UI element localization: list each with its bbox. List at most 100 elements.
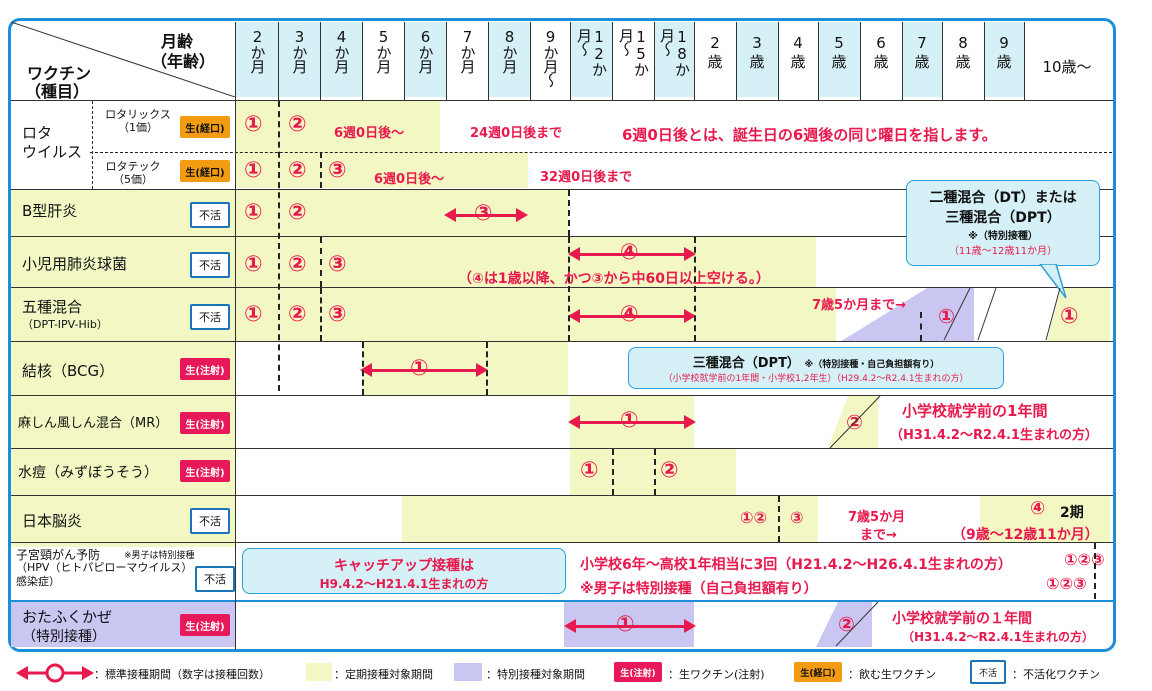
legend: ：標準接種期間（数字は接種回数） ：定期接種対象期間 ：特別接種対象期間 生(注… — [8, 659, 1148, 689]
age-label-sub: （年齢） — [151, 52, 216, 71]
je-note-2: まで→ — [860, 528, 897, 543]
dose-marker: ① — [580, 458, 599, 483]
hpv-note-1: 小学校6年〜高校1年相当に3回（H21.4.2〜H26.4.1生まれの方） — [580, 557, 1012, 573]
dpt-callout-line2: （小学校就学前の1年間・小学校1,2年生）（H29.4.2〜R2.4.1生まれの… — [663, 374, 969, 384]
rota-note-start-2: 6週0日後〜 — [374, 172, 445, 187]
bcg-live-badge: 生(注射) — [180, 358, 230, 380]
dose-marker: ① — [410, 356, 429, 381]
age-col-13: 4 歳 — [790, 34, 806, 71]
dose-marker: ② — [846, 410, 863, 434]
five-note: 7歳5か月まで→ — [812, 298, 906, 313]
age-col-17: 8 歳 — [955, 34, 971, 71]
rota-sub-rotateq: ロタテック （5価） — [105, 160, 161, 187]
dose-marker: ① — [244, 158, 263, 183]
dt-callout-pointer — [1039, 264, 1067, 299]
dt-callout-line2: 三種混合（DPT） — [945, 210, 1061, 226]
rota-oral-badge-2: 生(経口) — [180, 160, 230, 182]
dose-marker: ① — [244, 302, 263, 327]
legend-live-badge: 生(注射) — [614, 662, 662, 682]
hpv-callout-line2: H9.4.2〜H21.4.1生まれの方 — [319, 577, 489, 591]
dose-marker: ③ — [328, 158, 347, 183]
je-note-2ki: 2期 — [1060, 505, 1084, 521]
legend-arrow-label: ：標準接種期間（数字は接種回数） — [94, 668, 270, 681]
mumps-note-1: 小学校就学前の１年間 — [892, 611, 1032, 627]
mr-note-2: （H31.4.2〜R2.4.1生まれの方） — [890, 428, 1098, 443]
dose-marker: ① — [244, 112, 263, 137]
row-name-je: 日本脳炎 — [22, 512, 83, 530]
dose-marker: ① — [244, 200, 263, 225]
dose-marker: ② — [838, 612, 855, 636]
age-col-5: 7か月 — [458, 28, 477, 73]
row-name-hepb: B型肝炎 — [22, 202, 78, 220]
dose-marker: ④ — [620, 302, 639, 327]
dose-marker: ① — [244, 252, 263, 277]
rota-note-end: 24週0日後まで — [470, 126, 563, 141]
hepb-inactivated-badge: 不活 — [190, 202, 230, 228]
dose-marker: ① — [616, 612, 635, 637]
age-col-15: 6 歳 — [873, 34, 889, 71]
age-col-7: 9か月〜 — [541, 28, 560, 87]
standard-period-arrow — [364, 369, 484, 372]
legend-yellow-label: ：定期接種対象期間 — [334, 668, 433, 681]
row-name-mumps: おたふくかぜ — [22, 608, 113, 626]
legend-purple-swatch — [454, 663, 482, 681]
age-col-16: 7 歳 — [902, 22, 942, 97]
dose-marker: ③ — [328, 302, 347, 327]
dt-callout-line1: 二種混合（DT）または — [929, 190, 1077, 206]
rota-oral-badge-1: 生(経口) — [180, 116, 230, 138]
dose-marker: ② — [288, 158, 307, 183]
je-note-1: 7歳5か月 — [848, 510, 906, 525]
age-col-14: 5 歳 — [818, 22, 860, 97]
mr-note-1: 小学校就学前の1年間 — [902, 402, 1048, 420]
hpv-note-2: ※男子は特別接種（自己負担額有り） — [580, 581, 818, 597]
age-col-4: 6か月 — [404, 22, 446, 97]
standard-period-arrow — [572, 315, 692, 318]
header-corner: 月齢 （年齢） ワクチン （種目） — [11, 22, 235, 101]
row-sub-hpv: （HPV（ヒトパピローマウイルス）感染症） — [16, 561, 193, 589]
row-name-hpv: 子宮頸がん予防 — [16, 548, 101, 562]
vaccine-label-sub: （種目） — [25, 82, 90, 101]
row-name-five: 五種混合 — [22, 298, 83, 316]
age-col-10: 18か月〜 — [654, 22, 694, 97]
rota-note-end-2: 32週0日後まで — [540, 170, 633, 185]
hpv-male-note: ※男子は特別接種 — [124, 551, 195, 561]
age-label: 月齢 — [161, 32, 194, 51]
rota-note-explanation: 6週0日後とは、誕生日の6週後の同じ曜日を指します。 — [622, 126, 997, 144]
standard-period-arrow — [448, 214, 524, 217]
dose-marker: ② — [288, 200, 307, 225]
dose-marker: ①② — [740, 508, 768, 527]
row-sub-five: （DPT-IPV-Hib） — [22, 318, 108, 331]
dt-callout-line4: （11歳〜12歳11か月） — [948, 246, 1058, 257]
age-col-2: 4か月 — [320, 22, 362, 97]
dose-marker: ② — [288, 252, 307, 277]
five-inactivated-badge: 不活 — [190, 304, 230, 330]
dose-marker: ② — [288, 302, 307, 327]
standard-period-arrow — [568, 625, 692, 628]
dose-marker: ③ — [474, 201, 493, 226]
dose-marker: ③ — [328, 252, 347, 277]
mumps-note-2: （H31.4.2〜R2.4.1生まれの方） — [902, 630, 1094, 644]
vaccine-label: ワクチン — [27, 64, 92, 83]
dpt-callout-line1: 三種混合（DPT） — [692, 356, 800, 371]
pneumo-inactivated-badge: 不活 — [190, 252, 230, 278]
age-col-9: 15か月〜 — [617, 28, 650, 76]
dose-marker: ① — [1060, 304, 1079, 329]
dt-callout-line3: ※（特別接種） — [968, 231, 1038, 242]
dpt-callout-line1b: ※（特別接種・自己負担額有り） — [804, 360, 940, 370]
dose-marker: ① — [938, 304, 955, 328]
hpv-inactivated-badge: 不活 — [195, 566, 235, 592]
age-col-3: 5か月 — [374, 28, 393, 73]
varicella-live-badge: 生(注射) — [180, 460, 230, 482]
dose-marker: ② — [288, 112, 307, 137]
hpv-callout-line1: キャッチアップ接種は — [334, 558, 474, 574]
legend-arrow-icon — [16, 663, 94, 683]
hpv-catchup-callout: キャッチアップ接種は H9.4.2〜H21.4.1生まれの方 — [242, 548, 566, 594]
dose-marker: ④ — [1030, 498, 1046, 519]
dose-marker: ①②③ — [1064, 550, 1105, 569]
je-inactivated-badge: 不活 — [190, 508, 230, 534]
dose-marker: ② — [660, 458, 679, 483]
dose-marker: ①②③ — [1046, 574, 1087, 593]
age-col-12: 3 歳 — [736, 22, 778, 97]
age-col-8: 12か月〜 — [570, 22, 612, 97]
legend-yellow-swatch — [306, 663, 332, 681]
